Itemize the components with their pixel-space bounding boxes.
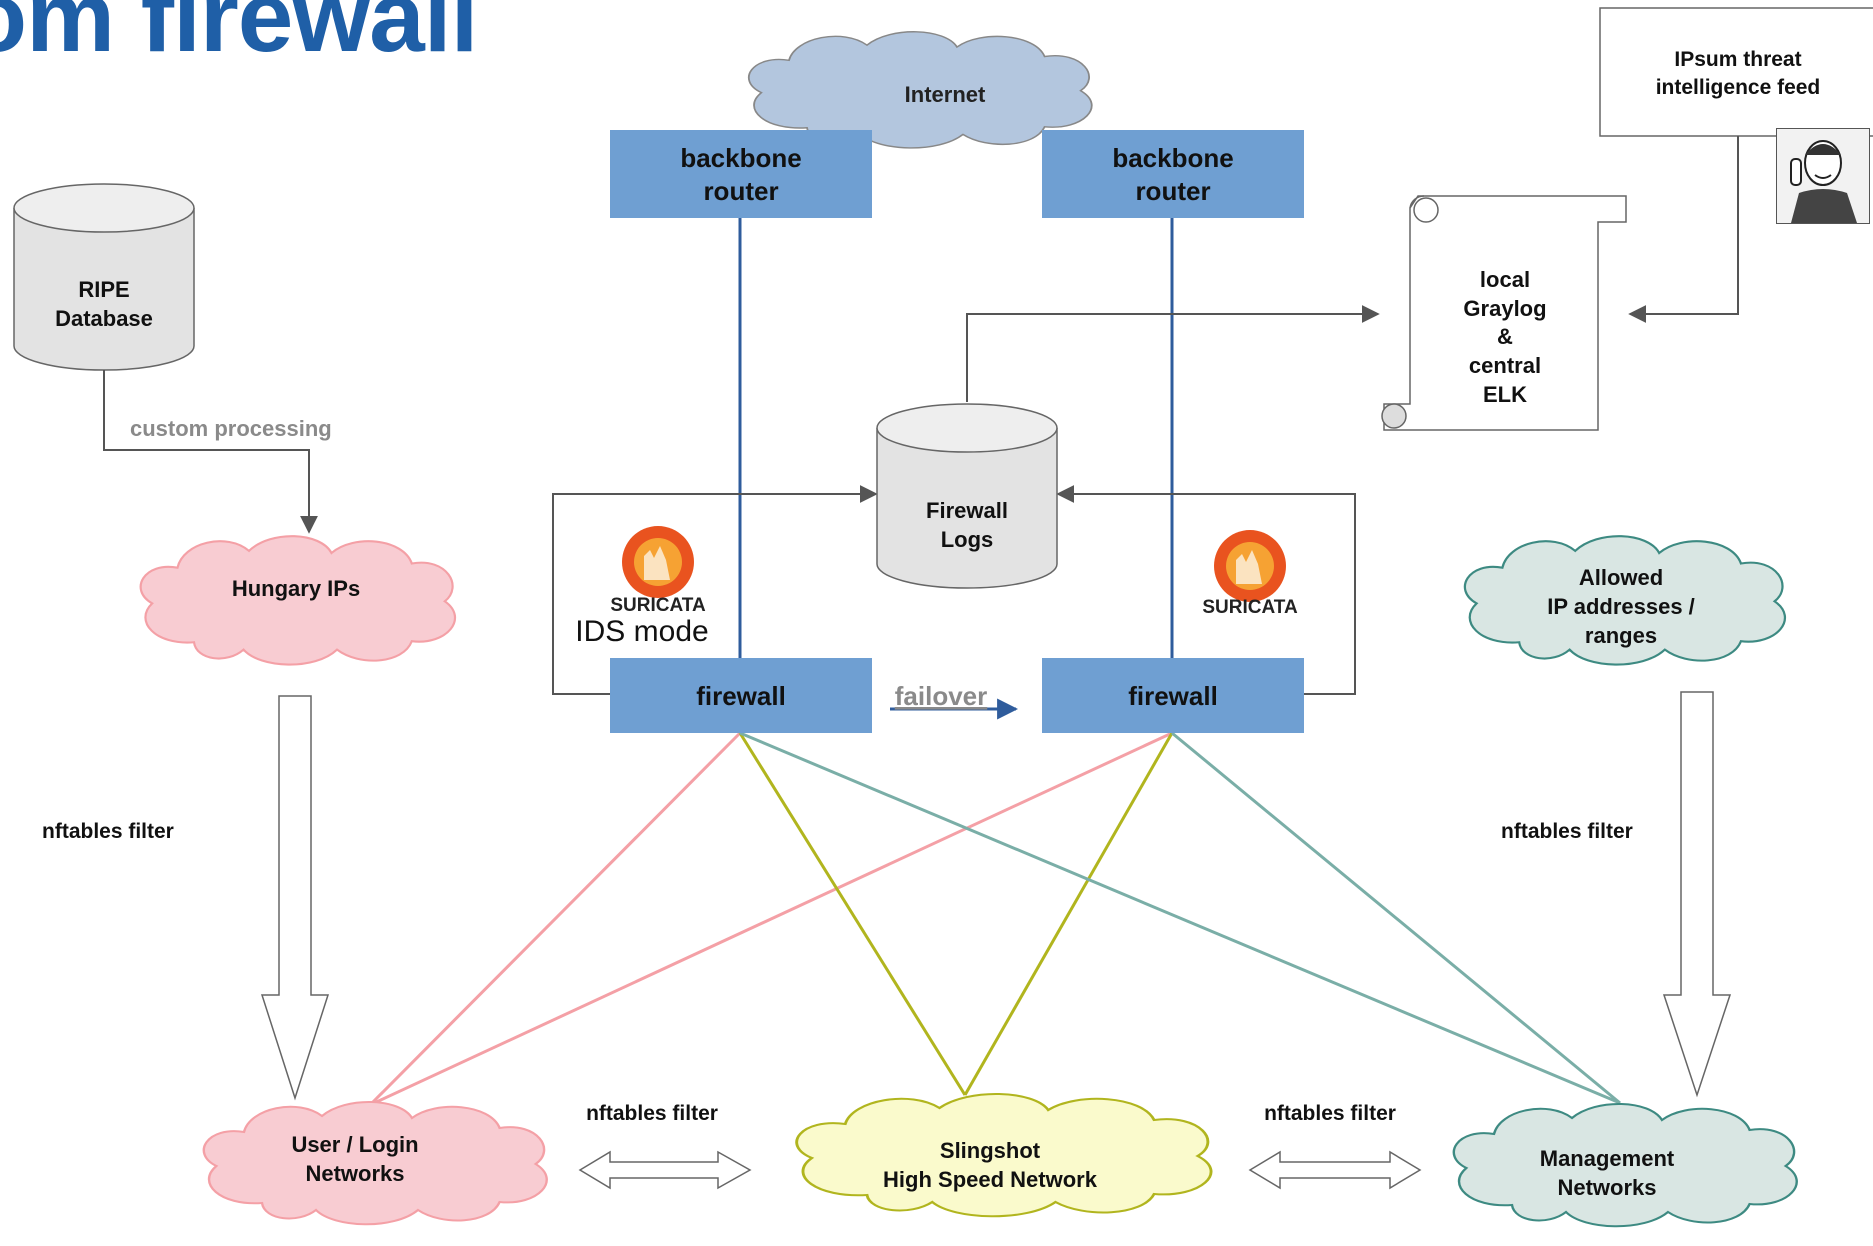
user-networks-line1: User / Login	[291, 1132, 418, 1157]
graylog-line2: Graylog	[1463, 296, 1546, 321]
pink-link-left	[368, 731, 742, 1107]
failover-label: failover	[895, 681, 988, 711]
portrait-icon	[1776, 128, 1870, 224]
ripe-to-hungary-arrow	[103, 370, 318, 534]
connection-lines	[368, 731, 1621, 1107]
allowed-line3: ranges	[1585, 623, 1657, 648]
ipsum-line1: IPsum threat	[1674, 48, 1801, 71]
olive-link-right	[963, 732, 1174, 1096]
firewall-logs-line1: Firewall	[926, 498, 1008, 523]
allowed-line2: IP addresses /	[1547, 594, 1695, 619]
ripe-line1: RIPE	[78, 277, 129, 302]
firewall-right: firewall	[1042, 658, 1304, 733]
nftables-filter-right: nftables filter	[1501, 820, 1633, 843]
hungary-ips-label: Hungary IPs	[232, 576, 360, 601]
router-right-line1: backbone	[1112, 143, 1233, 173]
ipsum-to-graylog-arrow	[1628, 136, 1739, 323]
internet-label: Internet	[905, 82, 986, 107]
olive-link-left	[738, 732, 967, 1096]
ripe-line2: Database	[55, 306, 153, 331]
firewall-right-label: firewall	[1128, 681, 1218, 711]
backbone-router-right: backbone router	[1042, 130, 1304, 218]
management-line1: Management	[1540, 1146, 1675, 1171]
router-right-line2: router	[1135, 176, 1210, 206]
firewall-left-label: firewall	[696, 681, 786, 711]
firewall-right-log-connector	[1056, 485, 1356, 695]
graylog-scroll: local Graylog & central ELK	[1381, 195, 1627, 431]
management-line2: Networks	[1557, 1175, 1656, 1200]
suricata-logo-right: SURICATA	[1202, 530, 1298, 618]
ids-mode-label: IDS mode	[575, 615, 708, 648]
suricata-label-right: SURICATA	[1202, 597, 1298, 618]
slingshot-management-filter-arrow	[1248, 1150, 1422, 1190]
allowed-line1: Allowed	[1579, 565, 1663, 590]
pink-link-right	[369, 731, 1173, 1107]
suricata-label-left: SURICATA	[610, 595, 706, 616]
ripe-database: RIPE Database	[13, 183, 195, 371]
nftables-filter-bottom-left: nftables filter	[586, 1102, 718, 1125]
logs-to-graylog-arrow	[966, 305, 1380, 402]
backbone-router-left: backbone router	[610, 130, 872, 218]
teal-link-right	[1171, 731, 1621, 1105]
graylog-line1: local	[1480, 267, 1530, 292]
graylog-line3: &	[1497, 324, 1513, 349]
graylog-line5: ELK	[1483, 382, 1527, 407]
page-title: om firewall	[0, 0, 478, 73]
allowed-filter-arrow	[1662, 691, 1732, 1098]
ipsum-line2: intelligence feed	[1656, 76, 1821, 99]
nftables-filter-left: nftables filter	[42, 820, 174, 843]
user-slingshot-filter-arrow	[578, 1150, 752, 1190]
teal-link-left	[739, 731, 1621, 1105]
firewall-left: firewall	[610, 658, 872, 733]
scroll-icon	[1413, 197, 1439, 223]
router-left-line1: backbone	[680, 143, 801, 173]
graylog-line4: central	[1469, 353, 1541, 378]
router-left-line2: router	[703, 176, 778, 206]
hungary-filter-arrow	[260, 695, 330, 1101]
suricata-logo-left: SURICATA IDS mode	[575, 526, 709, 648]
custom-processing-label: custom processing	[130, 416, 332, 441]
ipsum-feed-box: IPsum threat intelligence feed	[1599, 7, 1873, 137]
firewall-logs-line2: Logs	[941, 527, 994, 552]
firewall-logs-database: Firewall Logs	[876, 403, 1058, 589]
slingshot-line1: Slingshot	[940, 1138, 1041, 1163]
nftables-filter-bottom-right: nftables filter	[1264, 1102, 1396, 1125]
firewall-left-log-connector	[552, 485, 878, 695]
user-networks-line2: Networks	[305, 1161, 404, 1186]
slingshot-line2: High Speed Network	[883, 1167, 1098, 1192]
